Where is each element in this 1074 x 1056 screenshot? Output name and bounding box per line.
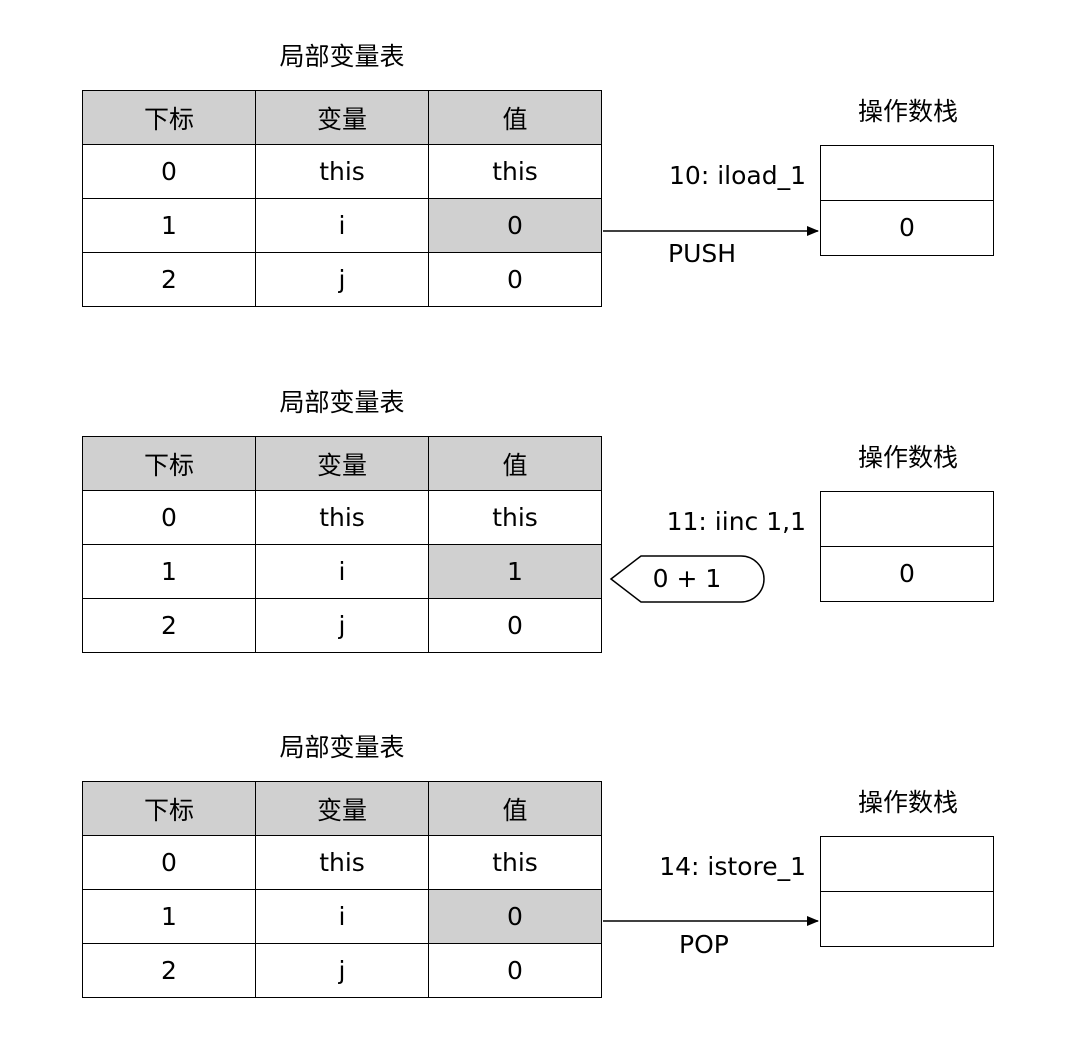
header-variable: 变量 (255, 436, 429, 491)
local-variable-table: 下标 变量 值 0 this this 1 i 0 2 j 0 (82, 90, 602, 307)
table-row: 1 i 0 (82, 198, 602, 253)
cell-value: 0 (428, 598, 602, 653)
push-label: PUSH (668, 239, 737, 268)
table-row: 2 j 0 (82, 252, 602, 307)
cell-variable: j (255, 943, 429, 998)
header-index: 下标 (82, 436, 256, 491)
cell-value: 0 (428, 943, 602, 998)
cell-variable: this (255, 490, 429, 545)
increment-bubble (609, 555, 765, 603)
cell-index: 1 (82, 544, 256, 599)
cell-index: 0 (82, 835, 256, 890)
table-row: 1 i 1 (82, 544, 602, 599)
operand-stack-title: 操作数栈 (857, 443, 958, 472)
table-row: 2 j 0 (82, 943, 602, 998)
table-header-row: 下标 变量 值 (82, 781, 602, 836)
cell-index: 0 (82, 144, 256, 199)
operand-stack: 0 (820, 145, 994, 256)
header-index: 下标 (82, 781, 256, 836)
increment-label: 0 + 1 (652, 564, 722, 593)
cell-variable: i (255, 198, 429, 253)
panel-iload: 局部变量表 下标 变量 值 0 this this 1 i 0 2 j 0 操作… (0, 0, 1074, 307)
table-header-row: 下标 变量 值 (82, 90, 602, 145)
table-header-row: 下标 变量 值 (82, 436, 602, 491)
header-value: 值 (428, 781, 602, 836)
cell-value: this (428, 835, 602, 890)
cell-variable: j (255, 598, 429, 653)
header-value: 值 (428, 436, 602, 491)
table-row: 0 this this (82, 835, 602, 890)
panel-iinc: 局部变量表 下标 变量 值 0 this this 1 i 1 2 j 0 操作… (0, 346, 1074, 653)
operand-stack: 0 (820, 491, 994, 602)
pop-label: POP (679, 930, 729, 959)
stack-slot: 0 (821, 546, 993, 601)
instruction-label: 11: iinc 1,1 (666, 507, 806, 536)
cell-variable: this (255, 835, 429, 890)
cell-index: 2 (82, 943, 256, 998)
cell-index: 1 (82, 889, 256, 944)
cell-value: 0 (428, 252, 602, 307)
operand-stack-title: 操作数栈 (857, 788, 958, 817)
cell-value-highlighted: 1 (428, 544, 602, 599)
cell-variable: j (255, 252, 429, 307)
instruction-label: 10: iload_1 (669, 161, 806, 190)
local-variable-table: 下标 变量 值 0 this this 1 i 0 2 j 0 (82, 781, 602, 998)
header-index: 下标 (82, 90, 256, 145)
cell-variable: i (255, 544, 429, 599)
cell-index: 2 (82, 252, 256, 307)
table-row: 0 this this (82, 490, 602, 545)
cell-value: this (428, 144, 602, 199)
header-value: 值 (428, 90, 602, 145)
operand-stack (820, 836, 994, 947)
cell-index: 2 (82, 598, 256, 653)
local-variable-table-title: 局部变量表 (279, 733, 405, 762)
local-variable-table-title: 局部变量表 (279, 42, 405, 71)
instruction-label: 14: istore_1 (659, 852, 806, 881)
table-row: 2 j 0 (82, 598, 602, 653)
operand-stack-title: 操作数栈 (857, 97, 958, 126)
cell-variable: i (255, 889, 429, 944)
header-variable: 变量 (255, 90, 429, 145)
panel-istore: 局部变量表 下标 变量 值 0 this this 1 i 0 2 j 0 操作… (0, 691, 1074, 998)
local-variable-table-title: 局部变量表 (279, 388, 405, 417)
stack-slot (821, 891, 993, 946)
stack-slot: 0 (821, 200, 993, 255)
cell-index: 1 (82, 198, 256, 253)
cell-value-highlighted: 0 (428, 198, 602, 253)
local-variable-table: 下标 变量 值 0 this this 1 i 1 2 j 0 (82, 436, 602, 653)
